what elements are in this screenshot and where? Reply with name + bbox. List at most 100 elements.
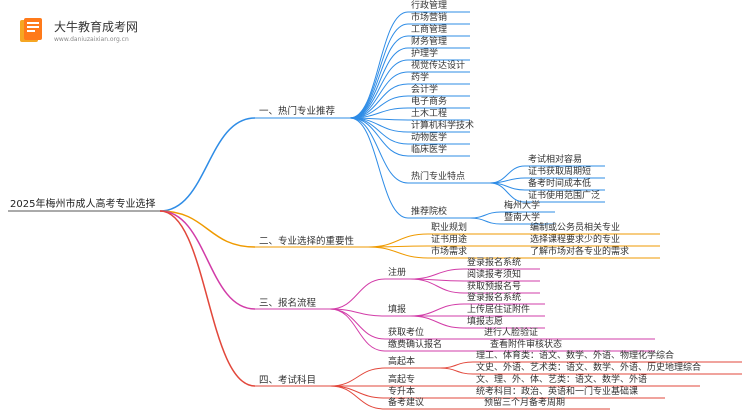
- school-item[interactable]: 梅州大学: [504, 201, 541, 211]
- exam-link: [329, 385, 386, 410]
- major-link: [349, 11, 409, 119]
- major-item[interactable]: 财务管理: [411, 37, 448, 47]
- major-item[interactable]: 护理学: [411, 49, 439, 59]
- school-link: [469, 217, 502, 225]
- register-step[interactable]: 阅读报考须知: [467, 270, 522, 280]
- feature-link: [489, 165, 526, 184]
- major-item[interactable]: 计算机科学技术: [411, 121, 475, 131]
- importance-item-label[interactable]: 职业规划: [431, 223, 468, 233]
- major-link: [349, 71, 409, 119]
- major-link: [349, 35, 409, 119]
- major-link: [349, 117, 409, 133]
- major-link: [349, 23, 409, 119]
- school-item[interactable]: 暨南大学: [504, 213, 541, 223]
- gqb-link: [329, 367, 386, 387]
- importance-item-detail[interactable]: 了解市场对各专业的需求: [530, 247, 630, 257]
- feature-item[interactable]: 考试相对容易: [528, 155, 583, 165]
- feature-item[interactable]: 备考时间成本低: [528, 179, 592, 189]
- importance-item-detail[interactable]: 选择课程要求少的专业: [530, 235, 621, 245]
- gqz-detail[interactable]: 文、理、外、体、艺类：语文、数学、外语: [476, 375, 648, 385]
- fill-step[interactable]: 上传居住证附件: [467, 305, 531, 315]
- importance-link: [367, 246, 429, 259]
- importance-link: [367, 245, 429, 248]
- branch-exam[interactable]: 四、考试科目: [259, 375, 317, 386]
- register-step-link: [409, 278, 465, 294]
- site-logo: 大牛教育成考网 www.daniuzaixian.org.cn: [10, 14, 170, 50]
- branch-importance-link: [159, 210, 256, 248]
- fill-node[interactable]: 填报: [388, 305, 407, 315]
- feature-item[interactable]: 证书获取周期短: [528, 167, 592, 177]
- process-link: [329, 308, 386, 317]
- gqb-detail-link: [439, 367, 474, 375]
- branch-importance[interactable]: 二、专业选择的重要性: [259, 236, 355, 247]
- branch-hot-majors[interactable]: 一、热门专业推荐: [259, 106, 336, 117]
- major-item[interactable]: 动物医学: [411, 133, 448, 143]
- process-link: [329, 278, 386, 310]
- pay-node[interactable]: 缴费确认报名: [388, 340, 443, 350]
- major-link: [349, 95, 409, 119]
- fill-step-link: [409, 303, 465, 317]
- major-item[interactable]: 行政管理: [411, 1, 448, 11]
- register-node[interactable]: 注册: [388, 268, 407, 278]
- importance-link: [367, 233, 429, 248]
- major-item[interactable]: 视觉传达设计: [411, 61, 466, 71]
- major-item[interactable]: 临床医学: [411, 145, 448, 155]
- gqb-node[interactable]: 高起本: [388, 357, 416, 367]
- fill-step[interactable]: 登录报名系统: [467, 293, 522, 303]
- major-link: [349, 117, 409, 145]
- importance-item-label[interactable]: 证书用途: [431, 235, 468, 245]
- process-link: [329, 308, 386, 352]
- feature-link: [489, 182, 526, 191]
- feature-item[interactable]: 证书使用范围广泛: [528, 191, 601, 201]
- schools-link: [349, 117, 409, 219]
- exam-link: [329, 385, 386, 399]
- major-item[interactable]: 市场营销: [411, 13, 448, 23]
- zsb-node[interactable]: 专升本: [388, 387, 416, 397]
- branch-process[interactable]: 三、报名流程: [259, 298, 317, 309]
- advice-detail[interactable]: 预留三个月备考周期: [484, 398, 566, 408]
- major-item[interactable]: 土木工程: [411, 109, 448, 119]
- major-item[interactable]: 会计学: [411, 85, 439, 95]
- zsb-detail[interactable]: 统考科目：政治、英语和一门专业基础课: [476, 387, 639, 397]
- register-step-link: [409, 268, 465, 280]
- major-link: [349, 117, 409, 121]
- pay-detail[interactable]: 查看附件审核状态: [490, 340, 563, 350]
- advice-node[interactable]: 备考建议: [388, 398, 425, 408]
- register-step[interactable]: 获取预报名号: [467, 282, 522, 292]
- process-link: [329, 308, 386, 340]
- major-link: [349, 117, 409, 157]
- logo-title: 大牛教育成考网: [54, 20, 139, 34]
- confirm-detail[interactable]: 进行人脸验证: [484, 328, 539, 338]
- school-link: [469, 211, 502, 219]
- hot-features-node[interactable]: 热门专业特点: [411, 172, 466, 182]
- register-step[interactable]: 登录报名系统: [467, 258, 522, 268]
- branch-exam-link: [159, 210, 256, 387]
- gqb-detail-link: [439, 361, 474, 369]
- major-item[interactable]: 电子商务: [411, 97, 448, 107]
- major-item[interactable]: 工商管理: [411, 25, 448, 35]
- branch-hot-link: [159, 117, 256, 212]
- major-link: [349, 83, 409, 119]
- recommended-schools-node[interactable]: 推荐院校: [411, 207, 448, 217]
- features-link: [349, 117, 409, 184]
- book-stack-icon: [20, 18, 42, 42]
- major-link: [349, 107, 409, 119]
- confirm-node[interactable]: 获取考位: [388, 328, 425, 338]
- root-topic[interactable]: 2025年梅州市成人高考专业选择: [10, 199, 156, 210]
- gqb-detail[interactable]: 理工、体育类：语文、数学、外语、物理化学综合: [476, 351, 675, 361]
- major-link: [349, 59, 409, 119]
- gqb-detail[interactable]: 文史、外语、艺术类：语文、数学、外语、历史地理综合: [476, 363, 702, 373]
- gqz-node[interactable]: 高起专: [388, 375, 416, 385]
- fill-step[interactable]: 填报志愿: [467, 317, 504, 327]
- feature-link: [489, 177, 526, 184]
- logo-url: www.daniuzaixian.org.cn: [54, 36, 129, 43]
- major-link: [349, 47, 409, 119]
- branch-process-link: [159, 210, 256, 310]
- feature-link: [489, 182, 526, 203]
- register-step-link: [409, 278, 465, 282]
- importance-item-detail[interactable]: 编制或公务员相关专业: [530, 223, 621, 233]
- fill-step-link: [409, 315, 465, 329]
- importance-item-label[interactable]: 市场需求: [431, 247, 468, 257]
- major-item[interactable]: 药学: [411, 73, 430, 83]
